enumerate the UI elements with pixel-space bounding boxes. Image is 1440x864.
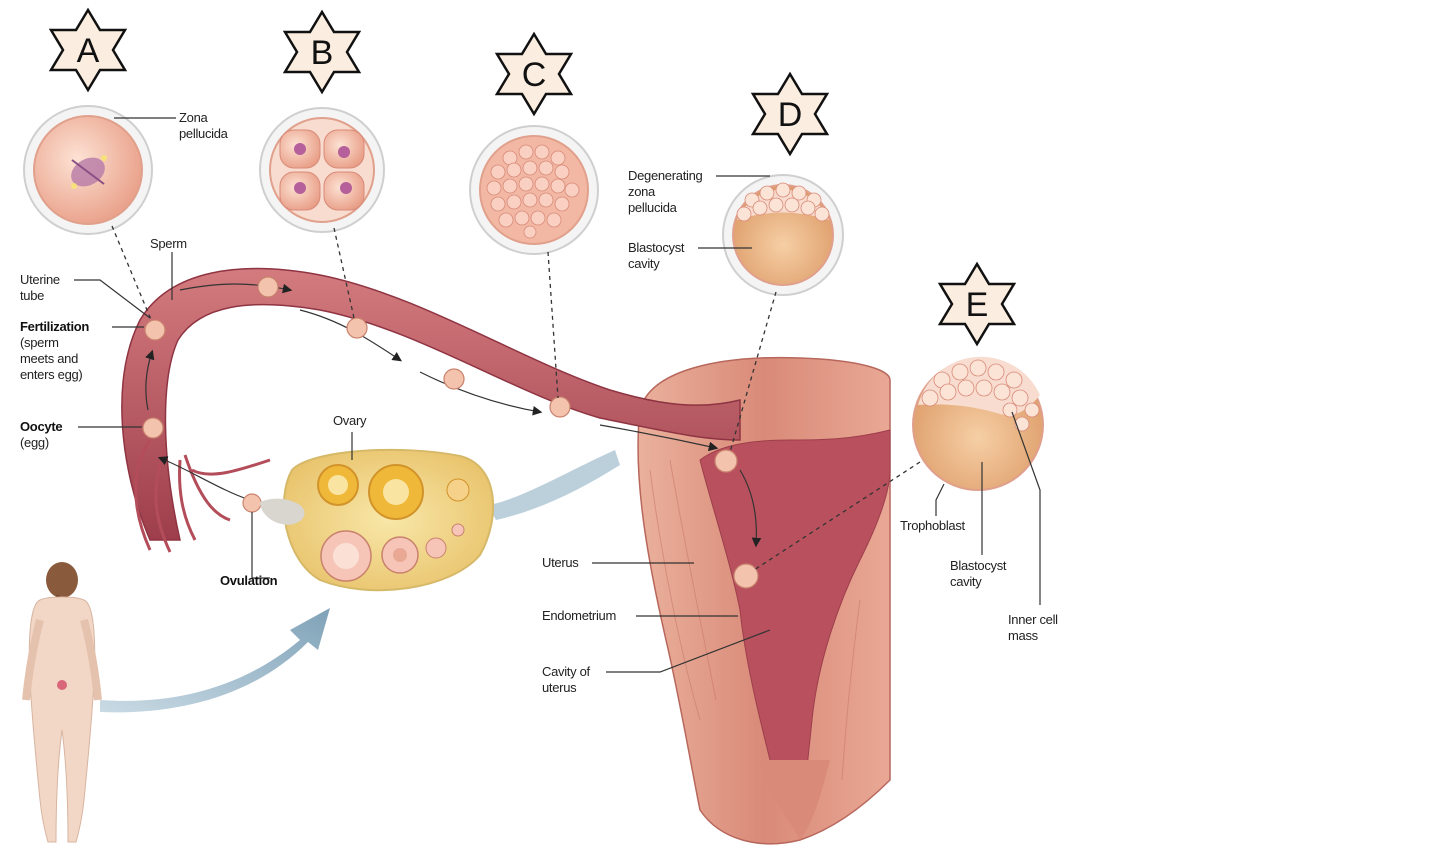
oocyte-label: Oocyte xyxy=(20,419,62,434)
fertilization-label: Fertilization xyxy=(20,319,89,334)
cell-c-morula xyxy=(469,125,599,255)
cell-a-zygote xyxy=(23,105,153,235)
endometrium-label: Endometrium xyxy=(542,608,616,623)
degenerating-zona-label-line2: zona xyxy=(628,184,656,199)
inner-cell-mass-label-line1: Inner cell xyxy=(1008,612,1058,627)
female-figure-icon xyxy=(22,562,102,843)
uterine-tube xyxy=(121,267,762,553)
blastocyst-cavity-d-label-line2: cavity xyxy=(628,256,660,271)
zoom-arrow xyxy=(100,608,330,713)
star-c: C xyxy=(494,31,574,117)
cell-e-blastocyst xyxy=(912,356,1044,491)
star-c-icon xyxy=(494,31,574,117)
trophoblast-label: Trophoblast xyxy=(900,518,966,533)
fertilization-note-line1: (sperm xyxy=(20,335,59,350)
blastocyst-cavity-e-label-line2: cavity xyxy=(950,574,982,589)
star-a-letter: A xyxy=(77,32,100,70)
dash-c xyxy=(547,251,559,399)
star-b-icon xyxy=(282,9,362,95)
star-d-letter: D xyxy=(778,96,803,134)
uterine-tube-label-line2: tube xyxy=(20,288,44,303)
uterus-illustration xyxy=(637,356,891,845)
cavity-of-uterus-label-line1: Cavity of xyxy=(542,664,591,679)
cell-b-four-cell xyxy=(259,107,385,233)
ovulation-label: Ovulation xyxy=(220,573,278,588)
star-a-icon xyxy=(48,7,128,93)
zona-pellucida-label-line1: Zona xyxy=(179,110,209,125)
uterine-tube-leader xyxy=(74,279,151,319)
zona-pellucida-label-line2: pellucida xyxy=(179,126,229,141)
sperm-label: Sperm xyxy=(150,236,187,251)
dash-e xyxy=(753,461,921,571)
uterus-label: Uterus xyxy=(542,555,579,570)
cavity-of-uterus-leader xyxy=(606,629,771,673)
inner-cell-mass-leader xyxy=(1011,411,1041,605)
inner-cell-mass-label-line2: mass xyxy=(1008,628,1039,643)
oocyte-note: (egg) xyxy=(20,435,49,450)
star-d-icon xyxy=(750,71,830,157)
ovary-label: Ovary xyxy=(333,413,367,428)
star-b-letter: B xyxy=(311,34,334,72)
dash-a xyxy=(111,225,153,323)
trophoblast-leader xyxy=(935,483,945,516)
star-e-letter: E xyxy=(966,286,989,324)
blastocyst-cavity-e-label-line1: Blastocyst xyxy=(950,558,1007,573)
blastocyst-cavity-d-label-line1: Blastocyst xyxy=(628,240,685,255)
star-e-icon xyxy=(937,261,1017,347)
uterine-tube-label-line1: Uterine xyxy=(20,272,60,287)
star-b: B xyxy=(282,9,362,95)
degenerating-zona-label-line1: Degenerating xyxy=(628,168,703,183)
ovary-illustration xyxy=(260,448,620,592)
dash-d xyxy=(729,291,777,453)
star-c-letter: C xyxy=(522,56,547,94)
fertilization-note-line3: enters egg) xyxy=(20,367,82,382)
cell-d-early-blastocyst xyxy=(722,174,844,296)
conceptus-dots xyxy=(142,276,759,589)
fertilization-note-line2: meets and xyxy=(20,351,78,366)
cavity-of-uterus-label-line2: uterus xyxy=(542,680,577,695)
star-a: A xyxy=(48,7,128,93)
ovulation-leader xyxy=(251,512,270,579)
degenerating-zona-label-line3: pellucida xyxy=(628,200,678,215)
star-e: E xyxy=(937,261,1017,347)
star-d: D xyxy=(750,71,830,157)
